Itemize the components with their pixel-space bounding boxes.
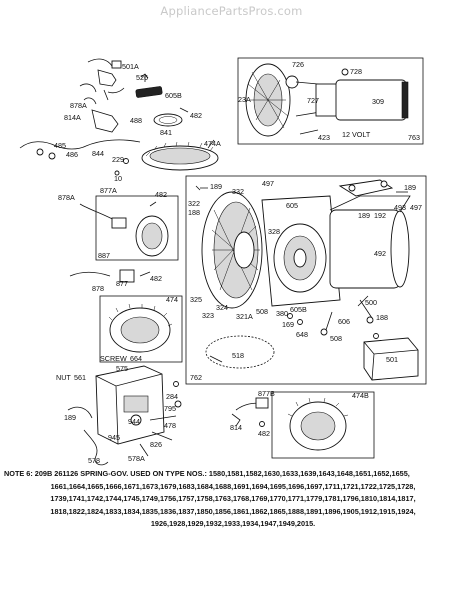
callout-878: 878 [92,284,104,293]
callout-488: 488 [130,116,142,125]
callout-229: 229 [112,155,124,164]
note-line-1: NOTE 6: 209B 261126 SPRING-GOV. USED ON … [4,469,410,478]
callout-605B-2: 605B [290,305,307,314]
note-line-4: 1818,1822,1824,1833,1834,1835,1836,1837,… [50,506,416,516]
callout-497: 497 [262,179,274,188]
callout-192: 192 [374,211,386,220]
callout-578: 578 [88,456,100,465]
callout-23A: 23A [238,95,251,104]
callout-189-4: 189 [64,413,76,422]
callout-10: 10 [114,174,122,183]
callout-518: 518 [232,351,244,360]
callout-501A: 501A [122,62,139,71]
callout-474A: 474A [204,139,221,148]
callout-826: 826 [150,440,162,449]
callout-508: 508 [256,307,268,316]
flywheel-alternator-group [195,179,411,369]
callout-169: 169 [282,320,294,329]
type-numbers-note: NOTE 6: 209B 261126 SPRING-GOV. USED ON … [4,468,462,531]
note-line-5: 1926,1928,1929,1932,1933,1934,1947,1949,… [150,519,316,529]
callout-814: 814 [230,423,242,432]
callout-328: 328 [268,227,280,236]
callout-578A: 578A [128,454,145,463]
callout-321A: 321A [236,312,253,321]
callout-605B: 605B [165,91,182,100]
callout-188: 188 [188,208,200,217]
watermark-text: AppliancePartsPros.com [160,4,303,18]
callout-500: 500 [365,298,377,307]
box-label-763: 763 [408,133,420,142]
callout-482-4: 482 [258,429,270,438]
callout-12-volt: 12 VOLT [342,130,371,139]
callout-188-2: 188 [376,313,388,322]
callout-492: 492 [374,249,386,258]
alternator-stator-887-group [79,201,169,257]
callout-322: 322 [188,199,200,208]
box-label-762: 762 [190,373,202,382]
callout-493: 493 [394,203,406,212]
box-label-474: 474 [166,295,178,304]
callout-332: 332 [232,187,244,196]
callout-325: 325 [190,295,202,304]
callout-189: 189 [210,182,222,191]
callout-screw: SCREW [100,354,127,363]
callout-606: 606 [338,317,350,326]
callout-877: 877 [116,279,128,288]
box-474 [99,295,183,363]
callout-944: 944 [128,417,140,426]
callout-877A: 877A [100,186,117,195]
callout-605: 605 [286,201,298,210]
box-763 [237,57,424,145]
callout-575: 575 [116,364,128,373]
callout-478: 478 [164,421,176,430]
box-474B [271,391,375,459]
callout-664: 664 [130,354,142,363]
callout-727: 727 [307,96,319,105]
callout-309: 309 [372,97,384,106]
regulator-501-group [363,337,419,381]
callout-482-2: 482 [155,190,167,199]
callout-561: 561 [74,373,86,382]
callout-877B: 877B [258,389,275,398]
callout-284: 284 [166,392,178,401]
callout-728: 728 [350,67,362,76]
callout-380: 380 [276,309,288,318]
stator-474B-group [231,397,349,451]
box-762 [185,175,427,385]
callout-841: 841 [160,128,172,137]
callout-945: 945 [108,433,120,442]
callout-486: 486 [66,150,78,159]
callout-726: 726 [292,60,304,69]
starter-motor-group [245,63,409,137]
callout-497-2: 497 [410,203,422,212]
callout-844: 844 [92,149,104,158]
callout-526: 526 [136,73,148,82]
callout-814A: 814A [64,113,81,122]
callout-485: 485 [54,141,66,150]
governor-bracket-group [67,365,182,466]
callout-508-2: 508 [330,334,342,343]
note-line-2: 1661,1664,1665,1666,1671,1673,1679,1683,… [50,481,416,491]
callout-795: 795 [164,404,176,413]
callout-482: 482 [190,111,202,120]
box-label-474B: 474B [352,391,369,400]
callout-423: 423 [318,133,330,142]
callout-878A-2: 878A [58,193,75,202]
ignition-wiring-group [19,58,219,176]
stator-474-group [69,269,173,353]
callout-648: 648 [296,330,308,339]
box-887 [95,195,179,261]
callout-nut: NUT [56,373,71,382]
callout-189-2: 189 [358,211,370,220]
callout-482-3: 482 [150,274,162,283]
callout-501: 501 [386,355,398,364]
callout-878A: 878A [70,101,87,110]
callout-324: 324 [216,303,228,312]
callout-189-3: 189 [404,183,416,192]
box-label-887: 887 [98,251,110,260]
callout-323: 323 [202,311,214,320]
note-line-3: 1739,1741,1742,1744,1745,1749,1756,1757,… [50,494,416,504]
